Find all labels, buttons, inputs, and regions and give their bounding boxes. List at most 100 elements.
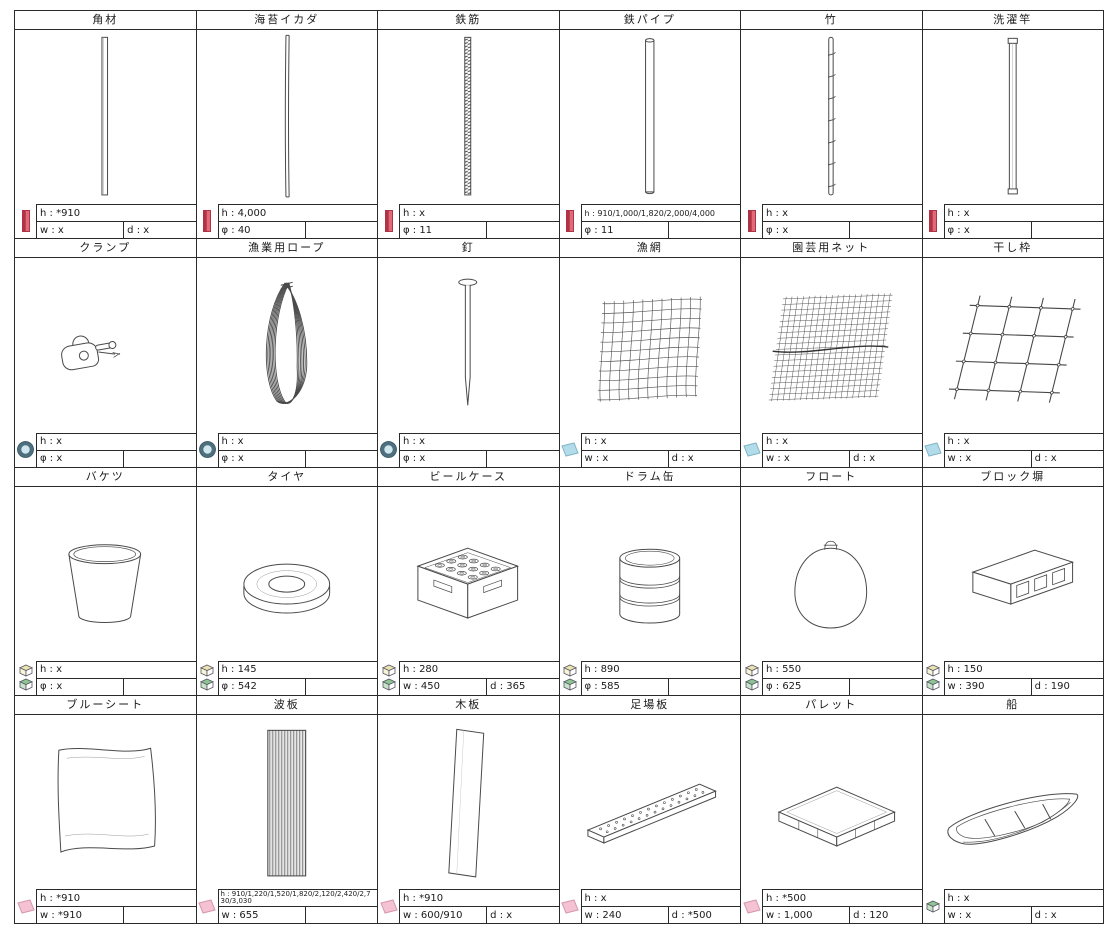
category-icon-column	[741, 204, 762, 238]
cell-title: ブロック塀	[922, 468, 1103, 487]
item-drawing-bucket	[15, 487, 196, 661]
category-icon-column	[378, 661, 399, 695]
dim-width: w : x	[37, 222, 125, 239]
dim-width: w : 450	[400, 678, 488, 695]
cell-title: ドラム缶	[559, 468, 740, 487]
category-icon-column	[741, 433, 762, 467]
cell-title: タイヤ	[196, 468, 377, 487]
item-drawing-bamboo	[741, 30, 922, 204]
cell-title: 園芸用ネット	[741, 239, 922, 259]
dim-depth: d : x	[1034, 453, 1057, 464]
category-icon-column	[15, 889, 36, 923]
item-drawing-boat	[923, 715, 1104, 889]
category-icon-column	[15, 433, 36, 467]
ring-icon	[198, 441, 216, 458]
dim-depth: d : 120	[853, 909, 889, 921]
dim-depth	[306, 907, 377, 923]
item-drawing-pallet	[741, 715, 922, 889]
item-drawing-board	[378, 715, 559, 889]
rod-icon	[929, 210, 937, 233]
category-icon-column	[378, 204, 399, 238]
item-drawing-timber	[15, 30, 196, 204]
dim-width: φ : x	[37, 450, 125, 467]
box-icon	[18, 664, 33, 677]
box-icon	[381, 664, 396, 677]
sheet-icon	[742, 898, 761, 914]
cell-title: 船	[922, 696, 1103, 715]
item-drawing-rope	[197, 258, 378, 432]
dim-width: w : 1,000	[763, 907, 851, 923]
category-icon-column	[560, 661, 581, 695]
dim-height: h : 280	[400, 662, 559, 679]
item-drawing-garden_net	[741, 258, 922, 432]
sheet-icon	[379, 898, 398, 914]
dim-height: h : x	[37, 662, 196, 679]
sheet-icon	[561, 442, 579, 457]
sheet-icon	[198, 898, 216, 914]
dim-height: h : x	[400, 205, 559, 223]
dim-width: φ : x	[219, 450, 306, 467]
category-icon-column	[197, 889, 218, 923]
dim-height: h : 550	[763, 662, 922, 679]
cell-title: 海苔イカダ	[196, 11, 377, 30]
rod-icon	[203, 210, 211, 233]
box-icon	[200, 664, 214, 677]
item-drawing-frame	[923, 258, 1104, 432]
dim-depth	[850, 679, 921, 695]
box-icon	[926, 678, 940, 691]
dim-width: w : 240	[582, 907, 669, 923]
dim-height: h : *910	[37, 205, 196, 223]
item-drawing-nail	[378, 258, 559, 432]
item-drawing-scaffold	[560, 715, 741, 889]
dim-width: φ : x	[945, 222, 1032, 239]
dim-height: h : x	[763, 434, 922, 451]
cell-title: 鉄パイプ	[559, 11, 740, 30]
material-cell-namiita: 波板 h : 910/1,220/1,520/1,820/2,120/2,420/…	[196, 695, 378, 924]
box-icon	[744, 678, 759, 691]
category-icon-column	[741, 889, 762, 923]
cell-title: 波板	[196, 696, 377, 715]
dim-height: h : x	[581, 890, 740, 907]
dim-height: h : x	[581, 434, 740, 451]
rod-icon	[747, 210, 756, 233]
dim-width: w : x	[763, 450, 851, 467]
item-drawing-laundry_pole	[923, 30, 1104, 204]
dim-width: φ : 11	[400, 222, 488, 239]
dim-height: h : 910/1,220/1,520/1,820/2,120/2,420/2,…	[218, 890, 377, 907]
cell-title: 洗濯竿	[922, 11, 1103, 30]
category-icon-column	[560, 433, 581, 467]
dim-depth	[487, 222, 558, 238]
dim-depth: d : x	[1034, 909, 1057, 921]
category-icon-column	[197, 661, 218, 695]
cell-title: 角材	[15, 11, 196, 30]
